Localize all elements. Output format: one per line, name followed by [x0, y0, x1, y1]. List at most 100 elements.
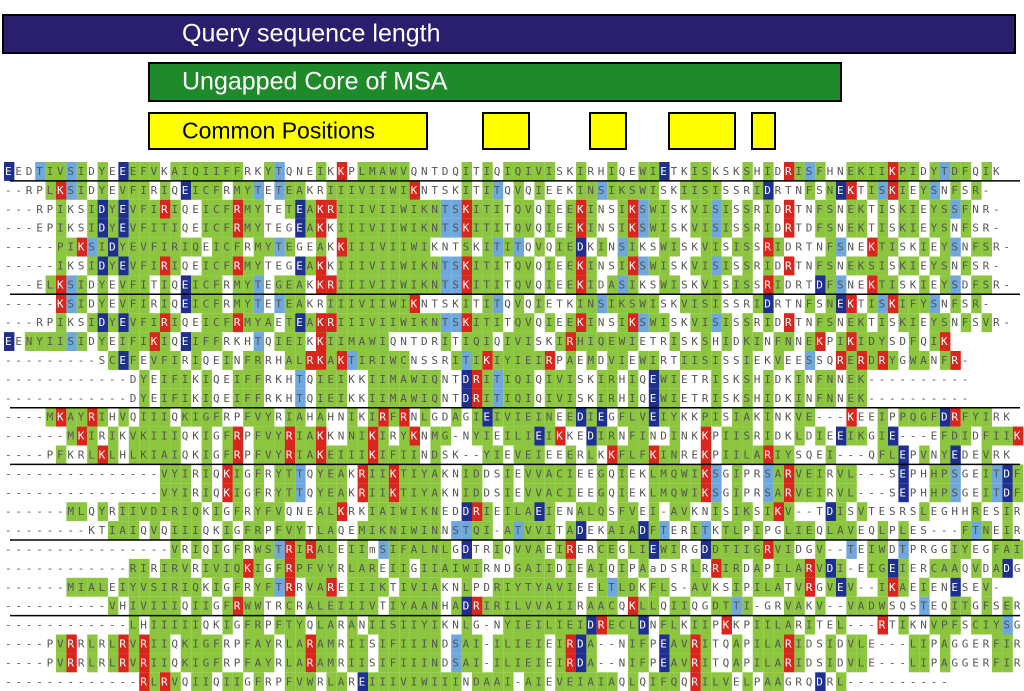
residue-cell — [56, 162, 67, 181]
residue-cell — [784, 199, 795, 219]
residue-letter: S — [494, 467, 501, 480]
residue-cell — [576, 275, 587, 295]
residue-cell — [4, 162, 15, 181]
residue-letter: I — [421, 524, 428, 537]
residue-letter: I — [171, 222, 178, 235]
residue-cell — [971, 180, 982, 200]
residue-cell — [440, 256, 452, 276]
residue-letter: L — [764, 581, 771, 594]
residue-cell — [721, 199, 732, 219]
residue-letter: D — [463, 505, 470, 518]
residue-letter: P — [941, 486, 948, 499]
residue-letter: R — [483, 562, 490, 575]
residue-letter: M — [587, 354, 594, 367]
residue-letter: F — [286, 675, 293, 688]
residue-letter: R — [348, 505, 355, 518]
residue-letter: K — [785, 430, 792, 443]
residue-letter: - — [26, 467, 33, 480]
residue-letter: I — [816, 430, 823, 443]
residue-letter: I — [390, 260, 397, 273]
residue-cell — [628, 237, 639, 257]
residue-letter: - — [119, 373, 126, 386]
residue-letter: F — [983, 600, 990, 613]
residue-letter: R — [255, 354, 262, 367]
residue-letter: I — [764, 619, 771, 632]
residue-cell — [929, 313, 940, 333]
residue-letter: Y — [109, 260, 116, 273]
residue-letter: D — [775, 430, 782, 443]
residue-letter: S — [390, 619, 397, 632]
residue-letter: R — [733, 562, 740, 575]
residue-letter: I — [379, 335, 386, 348]
residue-cell — [773, 275, 784, 295]
residue-letter: K — [359, 392, 366, 405]
residue-letter: W — [619, 335, 626, 348]
residue-letter: E — [494, 430, 501, 443]
residue-letter: K — [223, 486, 230, 499]
residue-letter: I — [463, 467, 470, 480]
residue-letter: P — [234, 638, 241, 651]
residue-letter: D — [962, 278, 969, 291]
residue-letter: - — [5, 562, 12, 575]
residue-letter: S — [702, 354, 709, 367]
residue-letter: K — [567, 430, 574, 443]
residue-letter: - — [119, 562, 126, 575]
residue-letter: D — [816, 675, 823, 688]
residue-letter: P — [743, 619, 750, 632]
residue-cell — [565, 199, 576, 219]
residue-letter: Q — [608, 486, 615, 499]
residue-cell — [243, 199, 254, 219]
residue-letter: I — [411, 486, 418, 499]
residue-cell — [128, 218, 140, 238]
residue-letter: F — [244, 411, 251, 424]
residue-cell — [648, 162, 660, 181]
residue-letter: H — [140, 619, 147, 632]
residue-letter: F — [140, 222, 147, 235]
residue-letter: E — [639, 505, 646, 518]
residue-letter: K — [889, 581, 896, 594]
residue-letter: R — [1014, 524, 1021, 537]
residue-letter: S — [723, 165, 730, 178]
residue-letter: G — [962, 656, 969, 669]
residue-cell — [56, 180, 67, 200]
residue-letter: L — [629, 675, 636, 688]
residue-letter: E — [608, 335, 615, 348]
residue-letter: F — [816, 165, 823, 178]
residue-letter: F — [213, 184, 220, 197]
residue-letter: N — [795, 184, 802, 197]
residue-letter: I — [587, 278, 594, 291]
residue-letter: R — [785, 260, 792, 273]
residue-letter: I — [400, 241, 407, 254]
residue-cell — [711, 256, 722, 276]
residue-cell — [347, 313, 358, 333]
residue-letter: V — [317, 562, 324, 575]
residue-cell — [940, 237, 951, 257]
residue-letter: D — [775, 203, 782, 216]
residue-letter: K — [650, 449, 657, 462]
residue-letter: I — [733, 543, 740, 556]
residue-letter: L — [317, 600, 324, 613]
residue-letter: F — [275, 562, 282, 575]
residue-letter: I — [119, 335, 126, 348]
residue-letter: - — [868, 486, 875, 499]
residue-cell — [243, 256, 254, 276]
residue-letter: K — [452, 297, 459, 310]
residue-letter: V — [275, 505, 282, 518]
residue-letter: R — [775, 184, 782, 197]
residue-letter: Q — [213, 675, 220, 688]
residue-letter: E — [972, 656, 979, 669]
residue-cell — [139, 218, 150, 238]
residue-letter: I — [910, 316, 917, 329]
residue-cell — [846, 313, 857, 333]
residue-cell — [295, 256, 306, 276]
residue-letter: - — [463, 449, 470, 462]
residue-letter: S — [723, 241, 730, 254]
residue-letter: A — [411, 600, 418, 613]
residue-cell — [784, 256, 795, 276]
residue-cell — [804, 180, 816, 200]
residue-letter: I — [57, 316, 64, 329]
residue-letter: E — [567, 203, 574, 216]
residue-letter: I — [171, 430, 178, 443]
residue-letter: S — [608, 505, 615, 518]
residue-letter: R — [286, 430, 293, 443]
